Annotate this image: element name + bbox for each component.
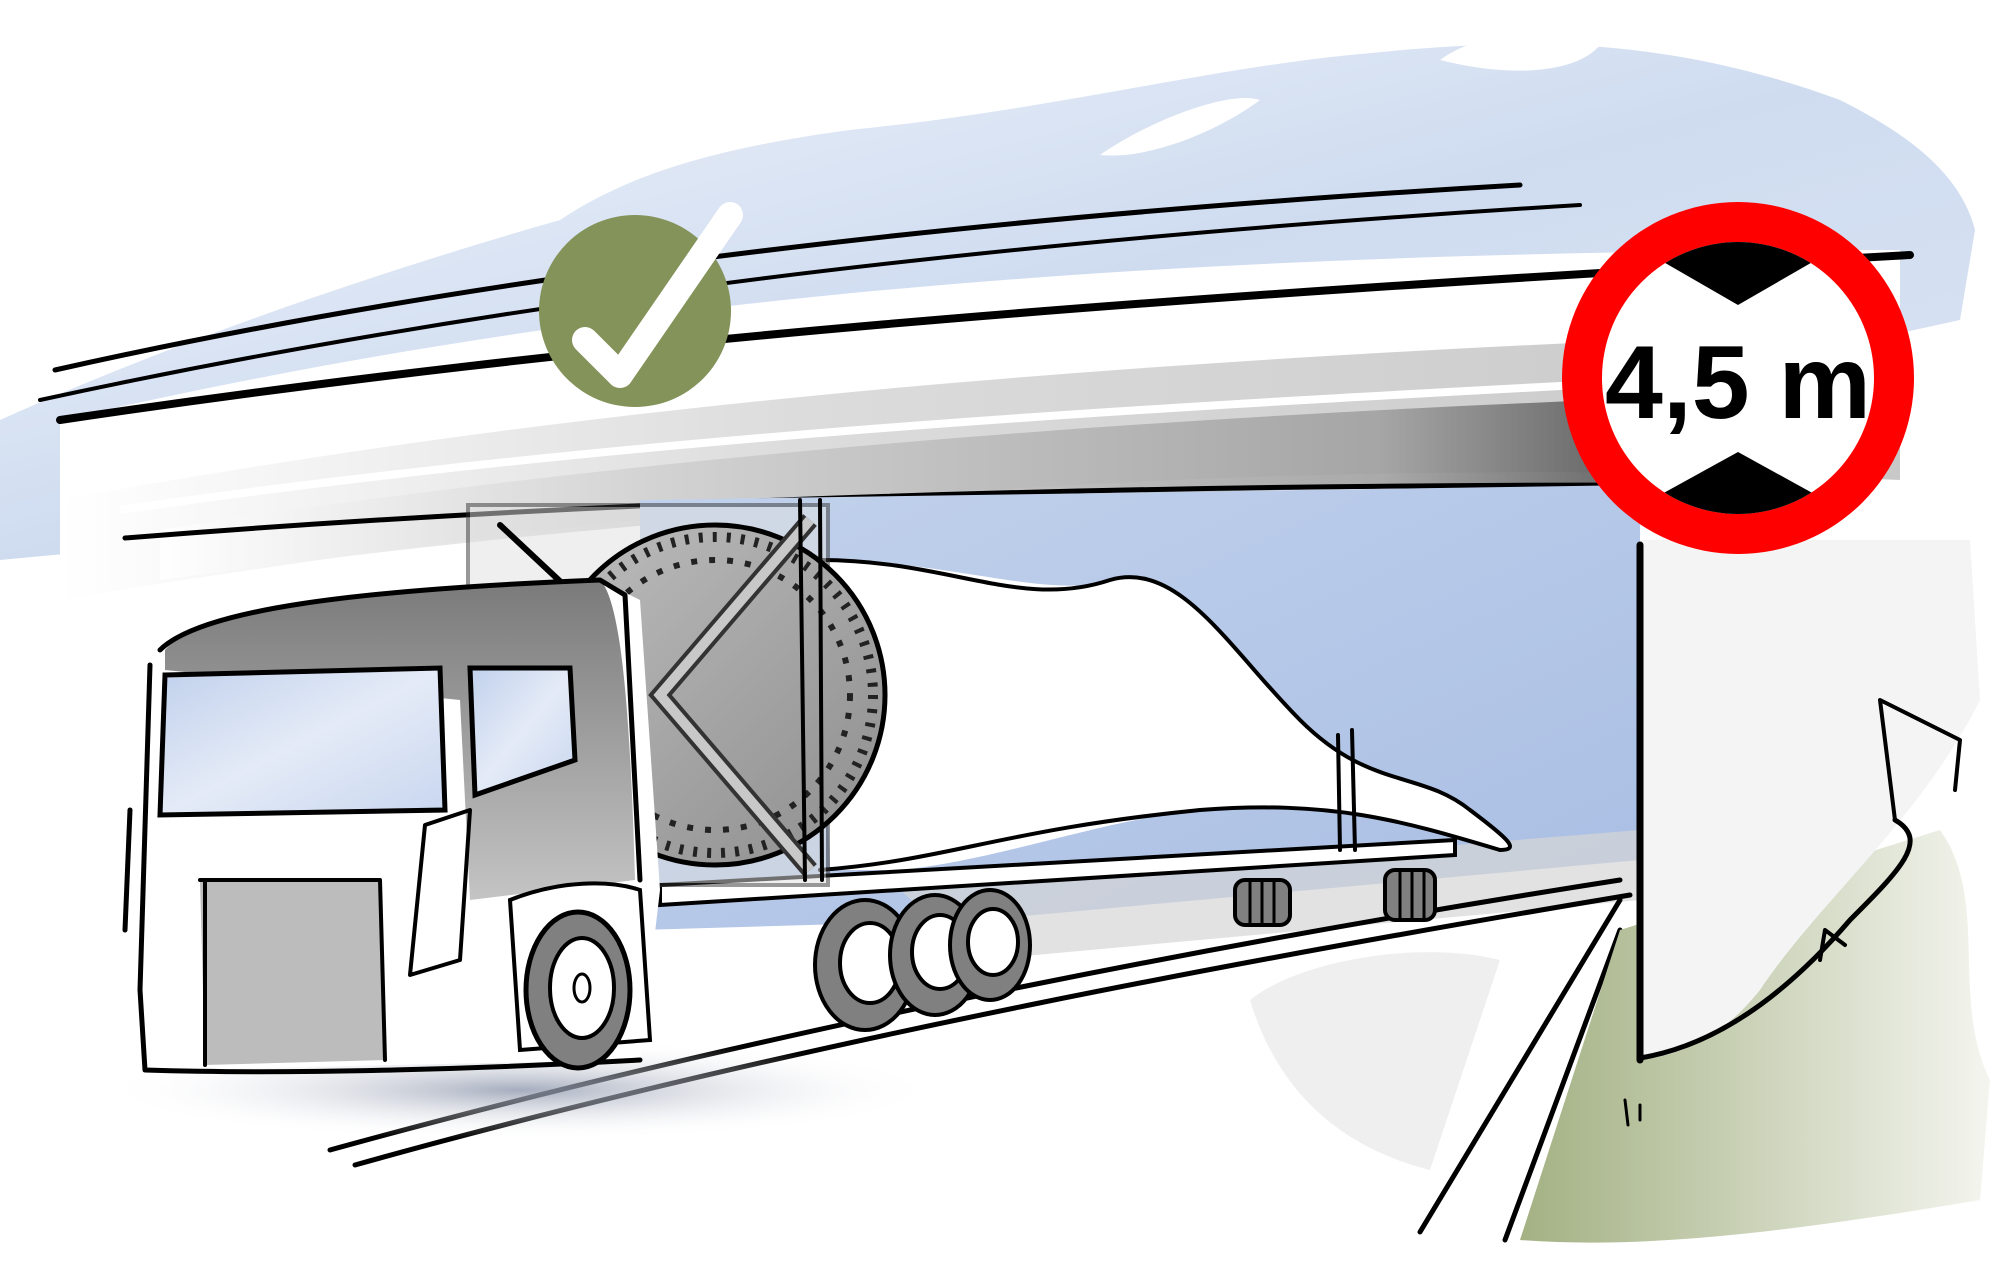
height-arrow-bottom-icon: [1660, 452, 1816, 514]
height-limit-sign: 4,5 m: [1562, 202, 1914, 554]
bridge-pillar: [1640, 540, 1980, 1060]
height-limit-value: 4,5 m: [1605, 325, 1871, 441]
windshield: [157, 665, 448, 818]
side-window: [467, 665, 578, 799]
rear-wheels: [1233, 868, 1437, 927]
check-icon: [572, 202, 743, 388]
status-badge: [539, 202, 743, 407]
truck-wheel: [507, 881, 653, 1071]
trailer-wheels: [813, 888, 1032, 1032]
trailer-bed: [658, 837, 1457, 908]
height-arrow-top-icon: [1660, 242, 1816, 305]
